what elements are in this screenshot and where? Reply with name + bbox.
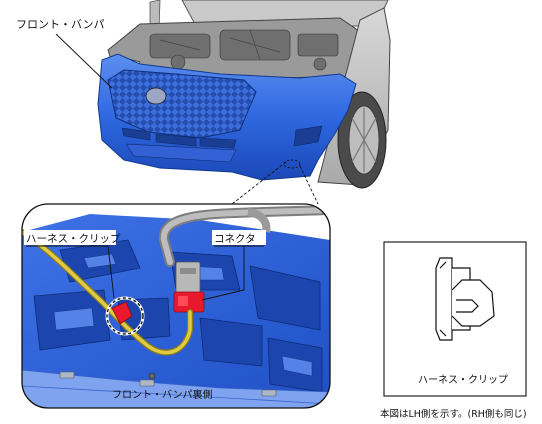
clip-detail-label: ハーネス・クリップ bbox=[418, 374, 508, 386]
harness-clip-callout: ハーネス・クリップ bbox=[24, 230, 121, 299]
clip-detail-box: ハーネス・クリップ bbox=[383, 241, 527, 397]
connector-callout: コネクタ bbox=[201, 230, 266, 301]
note-text: 本図はLH側を示す。(RH側も同じ) bbox=[380, 408, 527, 420]
bumper-rear-label: フロント・バンパ裏側 bbox=[112, 388, 213, 401]
zoom-indicator bbox=[231, 159, 319, 205]
harness-clip-label: ハーネス・クリップ bbox=[26, 233, 121, 245]
front-bumper-leader bbox=[55, 33, 113, 89]
harness-clip-drawing bbox=[435, 257, 495, 341]
car-front-illustration bbox=[97, 0, 391, 189]
front-bumper-label: フロント・バンパ bbox=[16, 18, 105, 31]
connector-label: コネクタ bbox=[214, 233, 256, 245]
